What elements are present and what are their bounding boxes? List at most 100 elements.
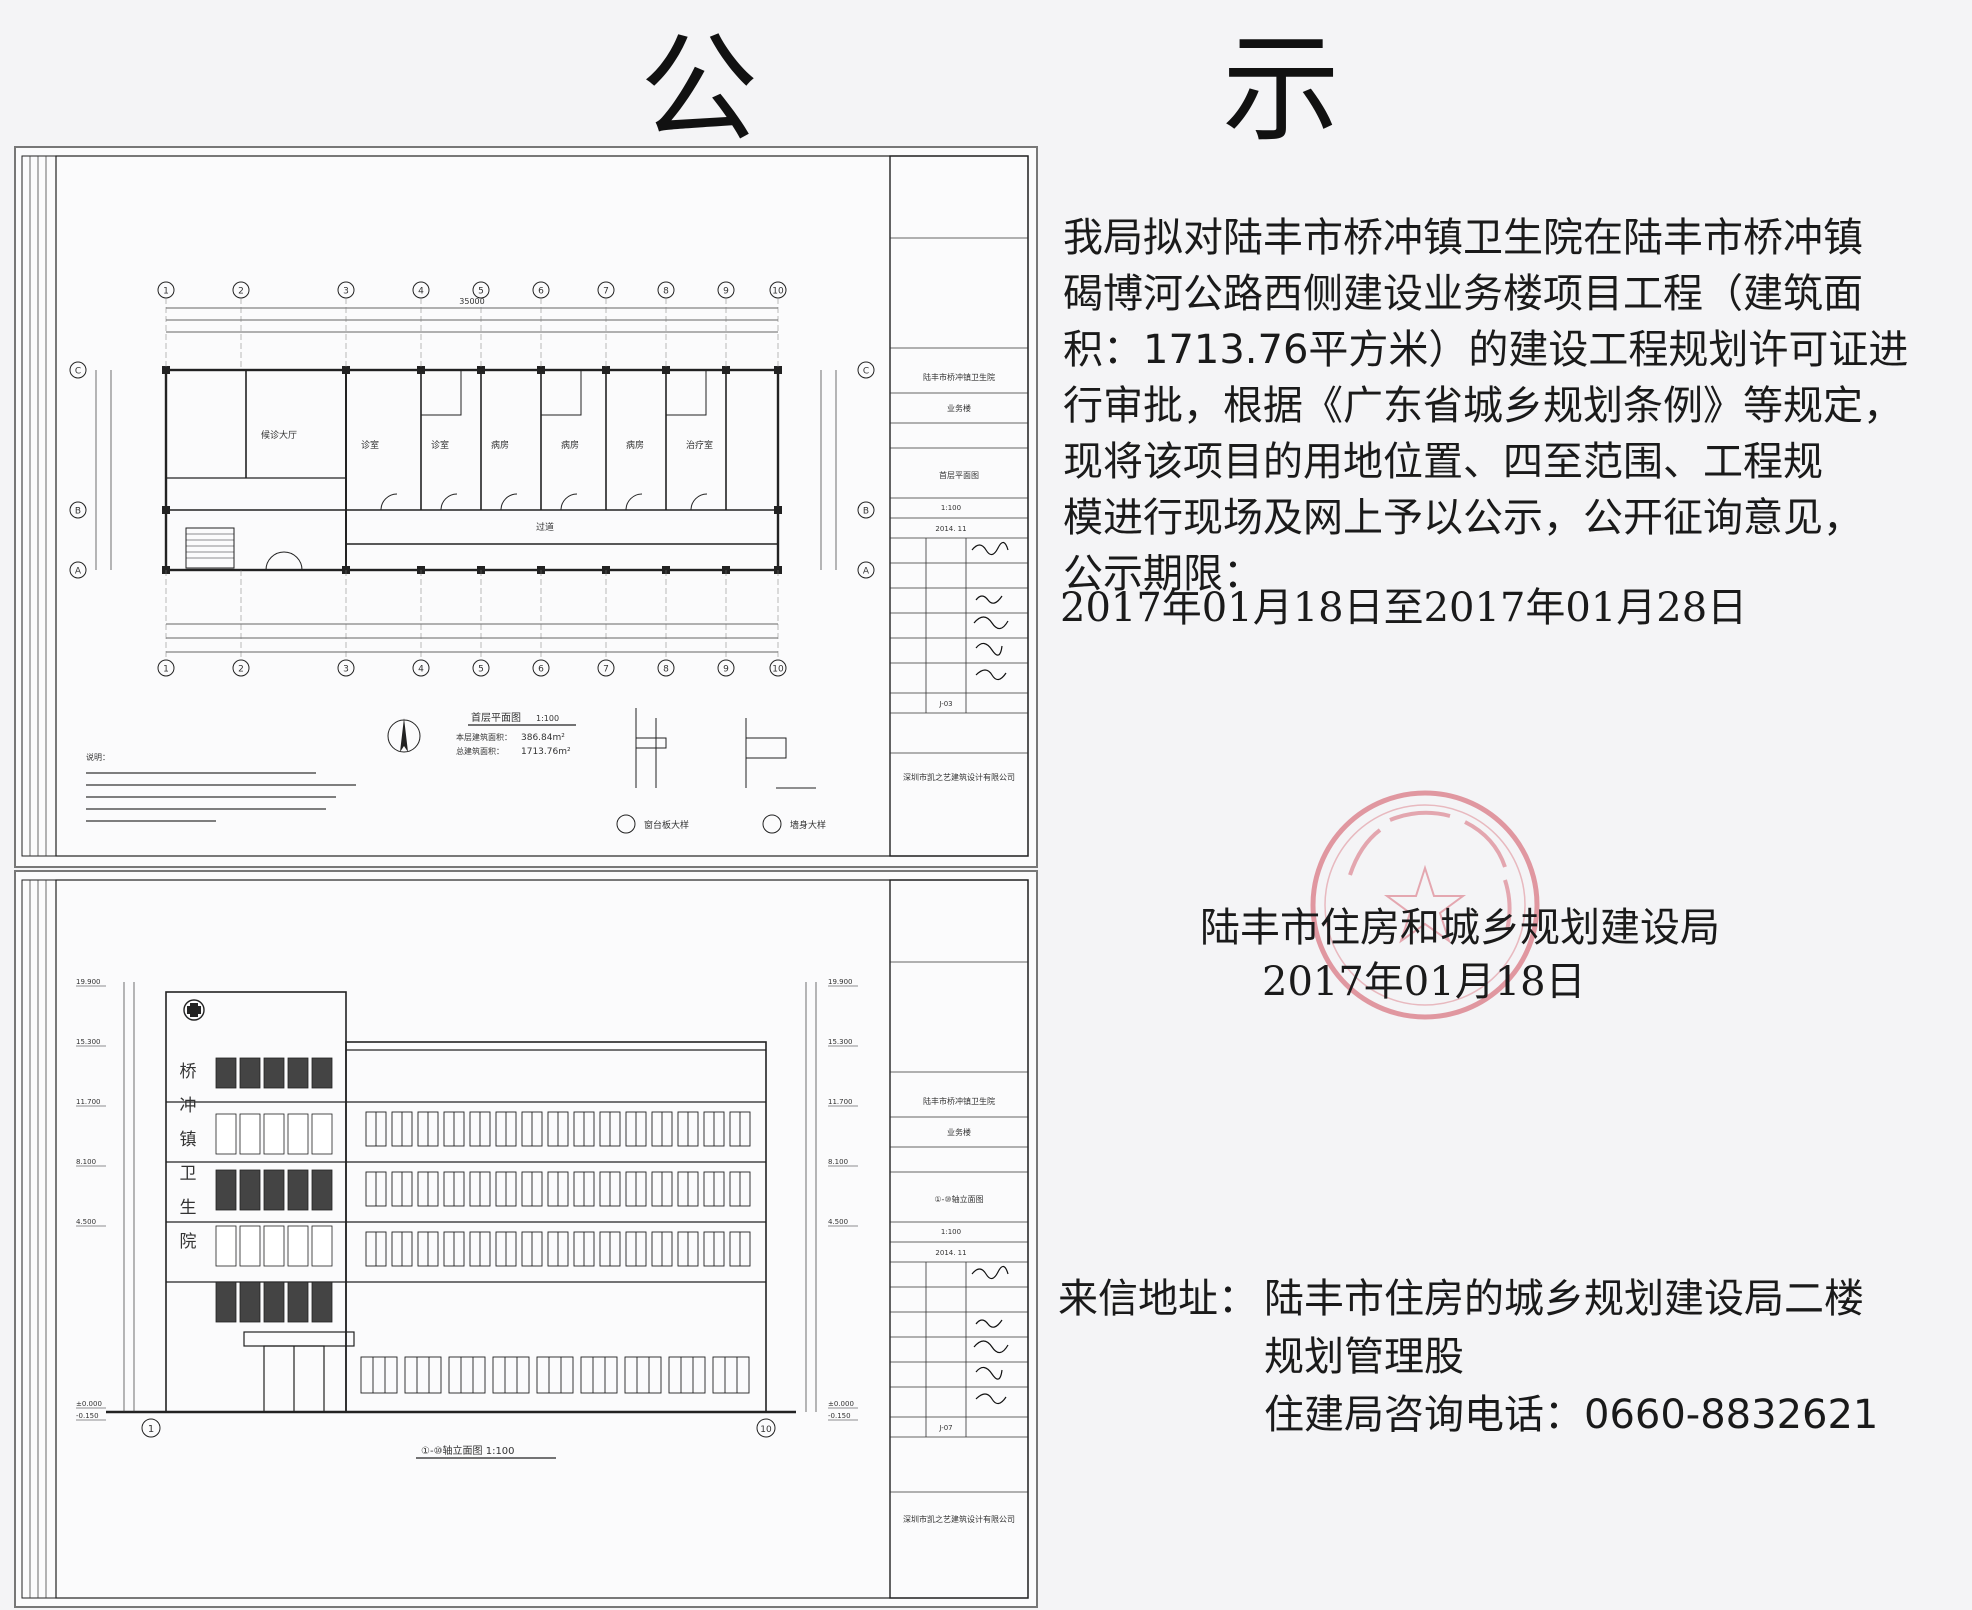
sign-character: 院 <box>180 1232 197 1252</box>
contact-address-1: 陆丰市住房的城乡规划建设局二楼 <box>1264 1276 1864 1322</box>
row-label: C <box>863 367 869 377</box>
elevation-title: ①-⑩轴立面图 1:100 <box>421 1444 515 1457</box>
axis-label: 7 <box>603 287 609 297</box>
tower-window <box>287 1057 309 1089</box>
axis-label: 4 <box>418 287 424 297</box>
elevation-svg: 陆丰市桥冲镇卫生院 业务楼 ①-⑩轴立面图 1:100 2014. 11 J-0… <box>21 879 1029 1599</box>
sign-character: 桥 <box>180 1062 197 1082</box>
room-label: 病房 <box>491 439 509 451</box>
axis-label: 3 <box>343 665 349 675</box>
medical-cross-icon <box>183 999 205 1021</box>
level-label: 19.900 <box>76 978 101 986</box>
axis-label: 7 <box>603 665 609 675</box>
tower-window <box>311 1057 333 1089</box>
issuer-name: 陆丰市住房和城乡规划建设局 <box>1200 905 1720 951</box>
level-label: 4.500 <box>828 1218 848 1226</box>
floor-plan-drawing: 陆丰市桥冲镇卫生院 业务楼 首层平面图 1:100 2014. 11 J-03 … <box>14 146 1038 868</box>
tower-window <box>263 1169 285 1211</box>
axis-bubble <box>337 659 355 677</box>
tower-window <box>311 1225 333 1267</box>
level-label: 4.500 <box>76 1218 96 1226</box>
tower-window <box>239 1281 261 1323</box>
tower-window <box>215 1113 237 1155</box>
row-bubble <box>69 361 87 379</box>
plan-scale: 1:100 <box>536 714 559 723</box>
tower-window <box>215 1281 237 1323</box>
axis-bubble <box>232 659 250 677</box>
axis-label: 6 <box>538 287 544 297</box>
room-label: 诊室 <box>361 439 379 451</box>
ground-window <box>624 1356 662 1394</box>
tower-window <box>311 1113 333 1155</box>
elev-axis-end: 10 <box>760 1425 772 1435</box>
tb1-company: 深圳市凯之艺建筑设计有限公司 <box>903 772 1015 782</box>
floor-area-value: 386.84m² <box>521 733 565 743</box>
axis-label: 9 <box>723 287 729 297</box>
notice-line: 模进行现场及网上予以公示，公开征询意见， <box>1063 495 1863 541</box>
level-label: 8.100 <box>76 1158 96 1166</box>
total-area-value: 1713.76m² <box>521 747 571 757</box>
sign-character: 镇 <box>180 1130 197 1150</box>
axis-label: 4 <box>418 665 424 675</box>
level-label: 8.100 <box>828 1158 848 1166</box>
level-label: 15.300 <box>828 1038 853 1046</box>
contact-label: 来信地址： <box>1058 1276 1258 1322</box>
axis-bubble <box>597 659 615 677</box>
tower-window <box>263 1113 285 1155</box>
tower-window <box>311 1169 333 1211</box>
axis-bubble <box>532 659 550 677</box>
sign-character: 卫 <box>180 1164 197 1184</box>
tb2-date: 2014. 11 <box>935 1249 966 1257</box>
tower-window <box>215 1225 237 1267</box>
tower-window <box>239 1113 261 1155</box>
contact-block: 来信地址： 陆丰市住房的城乡规划建设局二楼 规划管理股 住建局咨询电话：0660… <box>1058 1270 1878 1444</box>
ground-window <box>492 1356 530 1394</box>
notice-line: 我局拟对陆丰市桥冲镇卫生院在陆丰市桥冲镇 <box>1063 215 1863 261</box>
level-label: -0.150 <box>828 1412 851 1420</box>
tower-window <box>311 1281 333 1323</box>
ground-window <box>536 1356 574 1394</box>
notice-line: 碣博河公路西侧建设业务楼项目工程（建筑面 <box>1063 271 1863 317</box>
room-label: 过道 <box>536 521 554 533</box>
issue-date: 2017年01月18日 <box>1262 959 1586 1005</box>
tb2-project: 陆丰市桥冲镇卫生院 <box>923 1096 995 1106</box>
notice-line: 积：1713.76平方米）的建设工程规划许可证进 <box>1063 327 1909 373</box>
axis-label: 8 <box>663 665 669 675</box>
tower-window <box>263 1225 285 1267</box>
ground-window <box>448 1356 486 1394</box>
ground-window <box>404 1356 442 1394</box>
tower-window <box>287 1169 309 1211</box>
tower-window <box>239 1225 261 1267</box>
contact-address-2: 规划管理股 <box>1264 1334 1464 1380</box>
row-bubble <box>857 501 875 519</box>
tb1-sheet-no: J-03 <box>938 700 952 708</box>
axis-label: 2 <box>238 665 244 675</box>
axis-label: 1 <box>163 287 169 297</box>
total-area-label: 总建筑面积： <box>456 746 504 756</box>
row-label: B <box>75 507 81 517</box>
tower-window <box>215 1169 237 1211</box>
tower-window <box>287 1281 309 1323</box>
axis-label: 8 <box>663 287 669 297</box>
axis-label: 10 <box>772 665 784 675</box>
axis-label: 1 <box>163 665 169 675</box>
axis-label: 3 <box>343 287 349 297</box>
tower-window <box>239 1057 261 1089</box>
tb1-project: 陆丰市桥冲镇卫生院 <box>923 372 995 382</box>
axis-bubble <box>472 659 490 677</box>
level-label: -0.150 <box>76 1412 99 1420</box>
floor-plan-svg: 陆丰市桥冲镇卫生院 业务楼 首层平面图 1:100 2014. 11 J-03 … <box>21 155 1029 857</box>
sign-character: 生 <box>180 1198 197 1218</box>
tower-window <box>263 1281 285 1323</box>
tb1-scale: 1:100 <box>941 504 961 512</box>
tb2-sheet-no: J-07 <box>938 1424 952 1432</box>
plan-title: 首层平面图 <box>471 711 521 724</box>
level-label: ±0.000 <box>828 1400 854 1408</box>
axis-label: 5 <box>478 665 484 675</box>
notice-line: 行审批，根据《广东省城乡规划条例》等规定， <box>1063 383 1903 429</box>
axis-label: 9 <box>723 665 729 675</box>
notice-body: 我局拟对陆丰市桥冲镇卫生院在陆丰市桥冲镇 碣博河公路西侧建设业务楼项目工程（建筑… <box>1063 210 1963 602</box>
notes-title: 说明： <box>86 752 110 762</box>
title-char-2: 示 <box>1221 19 1340 158</box>
notice-title: 公 示 <box>640 8 1340 158</box>
